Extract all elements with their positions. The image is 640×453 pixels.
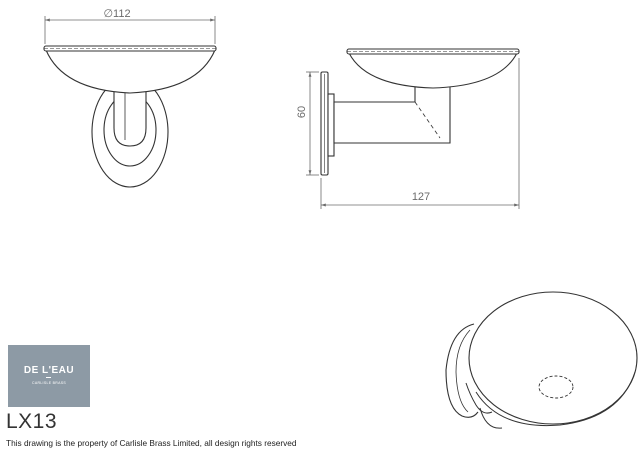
side-arm: [333, 79, 451, 144]
brand-logo: DE L'EAU CARLISLE BRASS: [8, 345, 90, 407]
iso-dish-under: [475, 371, 636, 427]
iso-arm: [465, 382, 493, 414]
side-view: [320, 48, 520, 176]
front-arm: [113, 84, 147, 147]
diameter-dimension: [44, 16, 216, 44]
height-dimension: [306, 71, 319, 176]
front-dish-bowl: [45, 49, 216, 94]
logo-separator: [46, 377, 51, 380]
side-dish-bowl: [348, 52, 518, 89]
iso-drain-ring: [538, 375, 574, 399]
logo-subtitle: CARLISLE BRASS: [32, 381, 66, 385]
depth-dimension: [320, 58, 520, 209]
height-label: 60: [296, 106, 308, 118]
front-view: [43, 45, 217, 188]
diameter-label: ∅112: [103, 8, 130, 20]
rights-notice: This drawing is the property of Carlisle…: [6, 438, 297, 448]
isometric-view: [445, 291, 638, 429]
logo-wordmark: DE L'EAU: [23, 365, 75, 376]
depth-label: 127: [412, 191, 430, 203]
iso-dish-top: [468, 291, 638, 425]
product-code: LX13: [6, 410, 58, 433]
side-boss: [327, 93, 335, 157]
